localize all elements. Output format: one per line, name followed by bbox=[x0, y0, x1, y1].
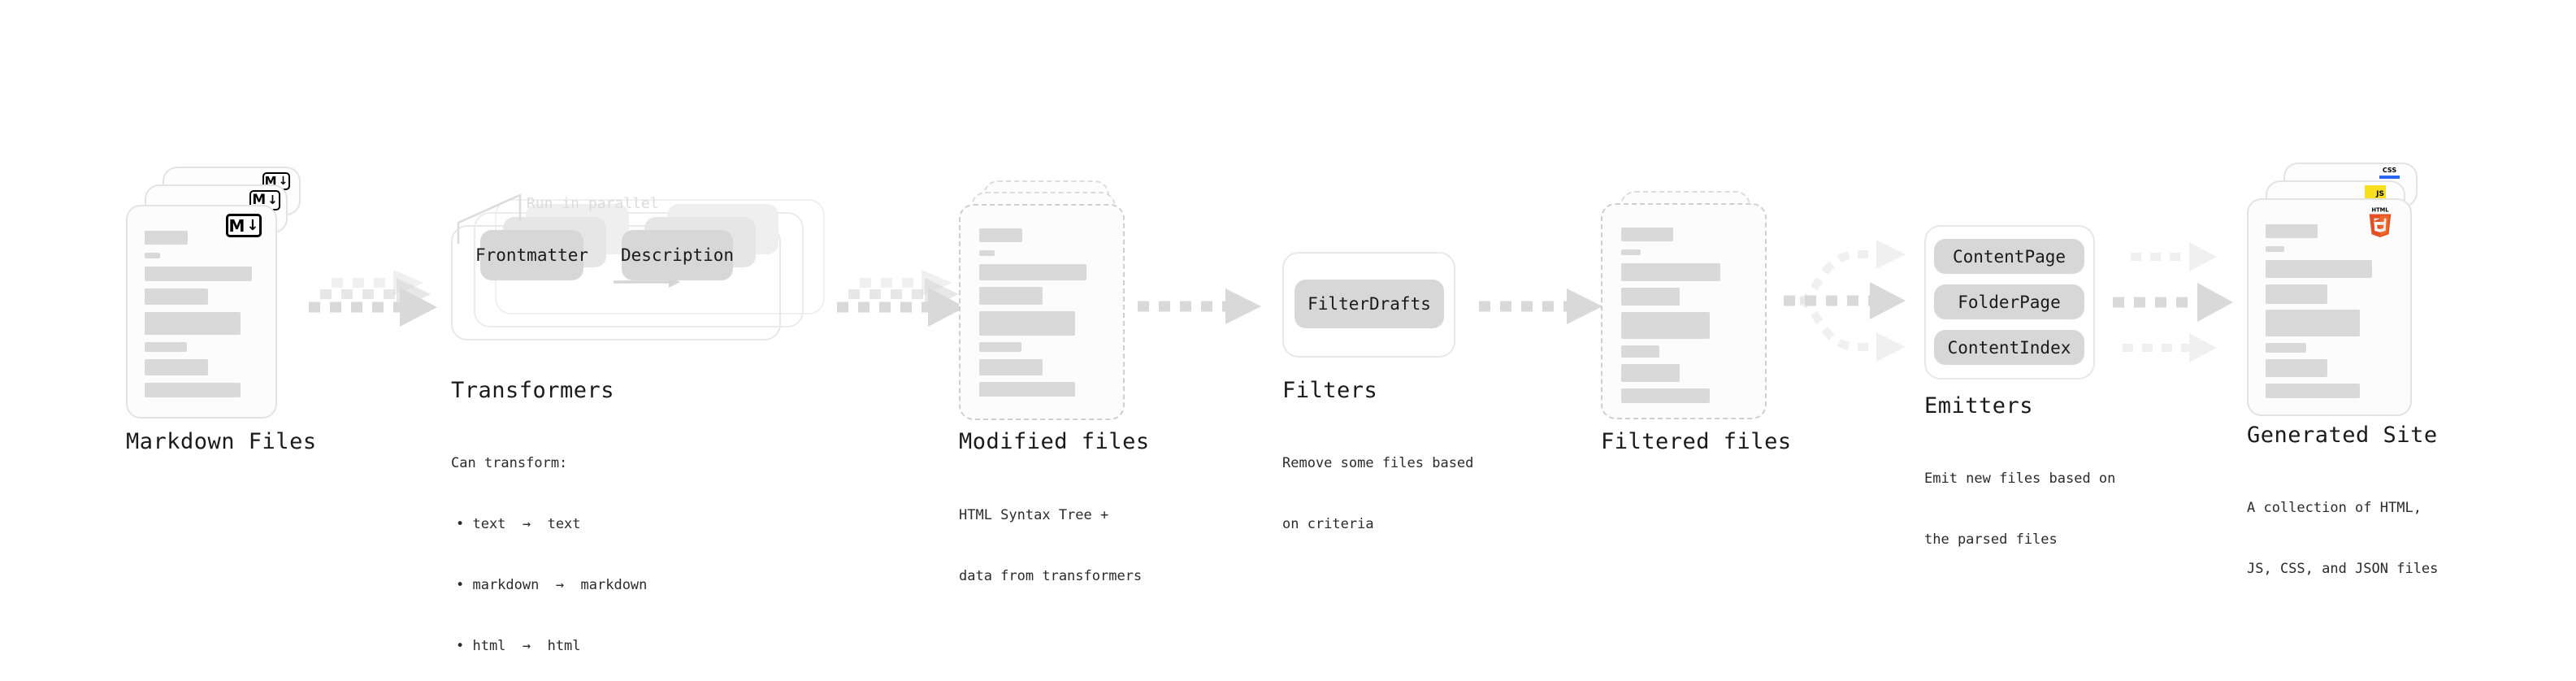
skeleton-line bbox=[1621, 312, 1710, 339]
css3-icon-label: CSS bbox=[2382, 167, 2397, 174]
markdown-files-stack: M ↓ M ↓ M ↓ bbox=[126, 167, 301, 419]
skeleton-line bbox=[145, 383, 241, 397]
transformers-sub-line: • markdown → markdown bbox=[456, 577, 648, 593]
transformers-sub-line: Can transform: bbox=[451, 455, 568, 471]
skeleton-line bbox=[145, 342, 187, 352]
generated-site-subtitle: A collection of HTML, JS, CSS, and JSON … bbox=[2247, 458, 2438, 620]
emitter-chip-label: ContentIndex bbox=[1947, 337, 2071, 358]
skeleton-line bbox=[145, 359, 208, 375]
html5-icon: HTML bbox=[2369, 207, 2392, 238]
skeleton-line bbox=[2266, 260, 2372, 278]
connector-filtered-to-emitters bbox=[1784, 240, 1906, 362]
skeleton-line bbox=[145, 253, 160, 258]
modified-files-stack bbox=[959, 180, 1134, 420]
css3-icon: CSS bbox=[2379, 167, 2400, 180]
emitters-box bbox=[1924, 225, 2095, 380]
filters-stack: FilterDrafts bbox=[1282, 252, 1457, 362]
transformers-stack: Frontmatter Description bbox=[451, 199, 825, 362]
javascript-icon-label: JS bbox=[2376, 190, 2384, 198]
emitter-chip-contentindex[interactable]: ContentIndex bbox=[1934, 330, 2084, 365]
transformers-sub-line: • text → text bbox=[456, 516, 581, 532]
filters-subtitle: Remove some files based on criteria bbox=[1282, 413, 1473, 575]
skeleton-line bbox=[979, 359, 1043, 375]
emitter-chip-folderpage[interactable]: FolderPage bbox=[1934, 284, 2084, 319]
markdown-icon: M ↓ bbox=[226, 214, 262, 237]
emitter-chip-contentpage[interactable]: ContentPage bbox=[1934, 239, 2084, 274]
emitters-sub-line: the parsed files bbox=[1924, 531, 2058, 548]
skeleton-line bbox=[1621, 263, 1720, 281]
run-in-parallel-bracket bbox=[457, 193, 522, 244]
filters-sub-line: on criteria bbox=[1282, 516, 1374, 532]
emitters-subtitle: Emit new files based on the parsed files bbox=[1924, 428, 2115, 591]
connector-transformers-to-modified bbox=[837, 270, 965, 327]
generated-card-front: HTML bbox=[2247, 198, 2412, 416]
skeleton-line bbox=[1621, 388, 1710, 403]
emitter-chip-label: ContentPage bbox=[1952, 246, 2066, 267]
transformers-subtitle: Can transform: • text → text • markdown … bbox=[451, 413, 647, 681]
modified-files-title: Modified files bbox=[959, 429, 1150, 454]
filtered-files-title: Filtered files bbox=[1601, 429, 1792, 454]
skeleton-line bbox=[1621, 345, 1659, 358]
transformers-title: Transformers bbox=[451, 378, 615, 403]
generated-site-title: Generated Site bbox=[2247, 423, 2438, 448]
filter-chip-label: FilterDrafts bbox=[1308, 294, 1431, 314]
transformers-sub-line: • html → html bbox=[456, 638, 581, 654]
filters-box bbox=[1282, 252, 1455, 358]
skeleton-line bbox=[1621, 364, 1680, 382]
skeleton-line bbox=[145, 231, 188, 245]
skeleton-line bbox=[2266, 246, 2284, 252]
connector-md-to-transformers bbox=[309, 270, 437, 327]
skeleton-line bbox=[145, 288, 208, 305]
filter-chip-filterdrafts[interactable]: FilterDrafts bbox=[1295, 280, 1444, 328]
skeleton-line bbox=[2266, 224, 2318, 238]
skeleton-line bbox=[979, 264, 1086, 280]
modified-card-front bbox=[959, 204, 1125, 420]
svg-text:HTML: HTML bbox=[2372, 207, 2390, 214]
skeleton-line bbox=[979, 287, 1043, 305]
skeleton-line bbox=[2266, 284, 2327, 304]
markdown-card-front: M ↓ bbox=[126, 205, 277, 419]
connector-emitters-to-site bbox=[2113, 242, 2233, 362]
skeleton-line bbox=[979, 228, 1022, 242]
skeleton-line bbox=[979, 342, 1021, 352]
connector-filters-to-filtered bbox=[1479, 288, 1602, 324]
skeleton-line bbox=[2266, 310, 2360, 336]
transformer-chip-description[interactable]: Description bbox=[620, 230, 735, 280]
skeleton-line bbox=[979, 250, 995, 256]
skeleton-line bbox=[1621, 288, 1680, 306]
transformer-chip-label: Frontmatter bbox=[475, 245, 589, 265]
transformer-box-mid bbox=[474, 212, 804, 327]
skeleton-line bbox=[2266, 343, 2306, 353]
filtered-files-stack bbox=[1601, 191, 1776, 423]
javascript-icon: JS bbox=[2365, 185, 2386, 199]
modified-sub-line: HTML Syntax Tree + bbox=[959, 507, 1109, 523]
skeleton-line bbox=[979, 382, 1075, 397]
skeleton-line bbox=[1621, 228, 1673, 241]
skeleton-line bbox=[979, 311, 1075, 336]
transformer-chip-frontmatter[interactable]: Frontmatter bbox=[475, 230, 588, 280]
run-in-parallel-label: Run in parallel bbox=[527, 195, 659, 212]
generated-site-sub-line: JS, CSS, and JSON files bbox=[2247, 561, 2439, 577]
emitters-sub-line: Emit new files based on bbox=[1924, 471, 2116, 487]
skeleton-line bbox=[2266, 384, 2360, 398]
modified-sub-line: data from transformers bbox=[959, 568, 1143, 584]
markdown-files-title: Markdown Files bbox=[126, 429, 317, 454]
transformer-chip-label: Description bbox=[620, 245, 735, 265]
skeleton-line bbox=[2266, 359, 2327, 377]
skeleton-line bbox=[1621, 249, 1641, 255]
emitter-chip-label: FolderPage bbox=[1958, 292, 2061, 312]
filters-title: Filters bbox=[1282, 378, 1378, 403]
connector-modified-to-filters bbox=[1138, 288, 1261, 324]
skeleton-line bbox=[145, 312, 241, 335]
filtered-card-front bbox=[1601, 203, 1767, 419]
filters-sub-line: Remove some files based bbox=[1282, 455, 1474, 471]
modified-files-subtitle: HTML Syntax Tree + data from transformer… bbox=[959, 465, 1142, 627]
css3-icon-bar bbox=[2379, 176, 2400, 179]
generated-site-sub-line: A collection of HTML, bbox=[2247, 500, 2422, 516]
skeleton-line bbox=[145, 267, 252, 281]
generated-site-stack: CSS JS HTML bbox=[2247, 163, 2434, 423]
emitters-title: Emitters bbox=[1924, 393, 2034, 419]
emitters-stack: ContentPage FolderPage ContentIndex bbox=[1924, 225, 2107, 388]
